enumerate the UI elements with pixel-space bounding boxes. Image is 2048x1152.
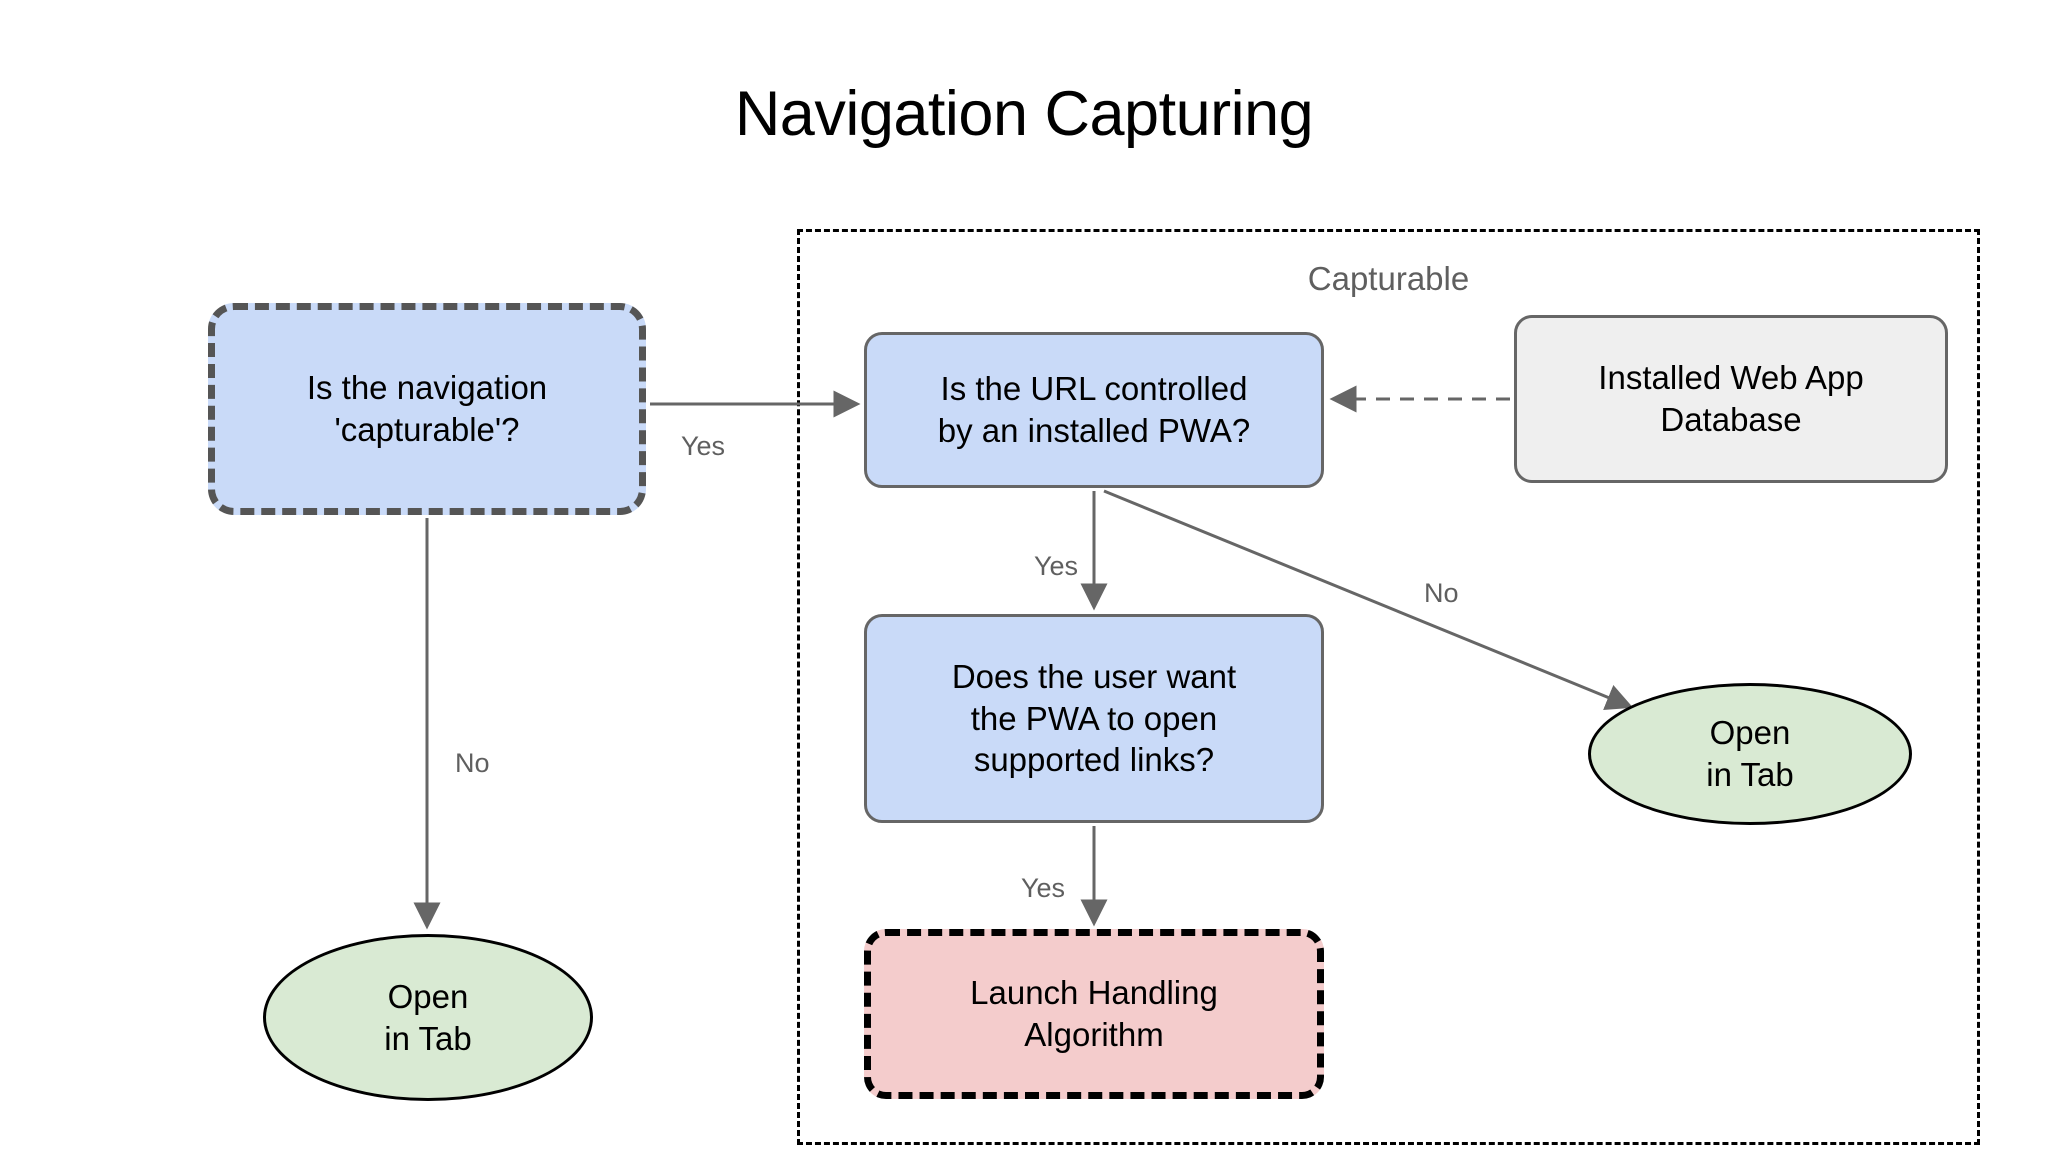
edge-label-no-capturable: No [455,748,490,778]
node-installed-web-app-database[interactable]: Installed Web App Database [1514,315,1948,483]
edge-label-yes-capturable: Yes [681,431,726,461]
node-label: Does the user want the PWA to open suppo… [951,658,1237,779]
edge-label-yes-url: Yes [1034,551,1079,581]
node-label: Is the navigation 'capturable'? [306,369,548,448]
edge-label-yes-user-want: Yes [1021,873,1066,903]
node-open-in-tab-left[interactable]: Open in Tab [263,934,593,1101]
capturable-group-label: Capturable [1307,260,1470,297]
node-label: Launch Handling Algorithm [970,974,1218,1053]
node-open-in-tab-right[interactable]: Open in Tab [1588,683,1912,825]
node-is-navigation-capturable[interactable]: Is the navigation 'capturable'? [208,303,646,515]
node-label: Is the URL controlled by an installed PW… [937,370,1251,449]
node-label: Open in Tab [1706,714,1794,793]
node-does-user-want-pwa[interactable]: Does the user want the PWA to open suppo… [864,614,1324,823]
node-label: Open in Tab [384,977,472,1057]
node-is-url-controlled[interactable]: Is the URL controlled by an installed PW… [864,332,1324,488]
page-title: Navigation Capturing [734,79,1314,149]
edge-label-no-url: No [1424,578,1459,608]
node-label: Installed Web App Database [1598,359,1864,438]
node-launch-handling-algorithm[interactable]: Launch Handling Algorithm [864,929,1324,1099]
capturable-group-container [797,229,1980,1145]
